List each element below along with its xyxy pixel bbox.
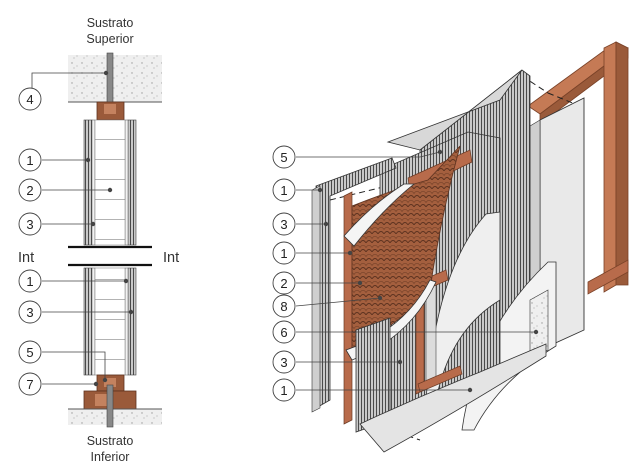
iso-callout-1a: 1 <box>272 178 296 202</box>
upper-wall-segment <box>83 119 137 246</box>
bottom-substrate-label: Sustrato <box>87 434 134 448</box>
section-callout-2: 2 <box>18 178 42 202</box>
svg-text:1: 1 <box>280 383 287 398</box>
svg-text:1: 1 <box>26 153 33 168</box>
svg-text:8: 8 <box>280 299 287 314</box>
svg-text:6: 6 <box>280 325 287 340</box>
section-callout-5: 5 <box>18 340 42 364</box>
svg-text:3: 3 <box>26 217 33 232</box>
iso-callout-1b: 1 <box>272 241 296 265</box>
svg-text:3: 3 <box>280 217 287 232</box>
section-callout-1b: 1 <box>18 269 42 293</box>
svg-text:1: 1 <box>26 274 33 289</box>
section-callout-3a: 3 <box>18 212 42 236</box>
lower-wall-segment <box>83 267 137 376</box>
iso-callout-8: 8 <box>272 294 296 318</box>
bottom-substrate-label-line2: Inferior <box>91 450 130 464</box>
top-substrate-label: Sustrato <box>87 16 134 30</box>
rigid-insulation-strip <box>529 289 549 359</box>
iso-callout-5: 5 <box>272 145 296 169</box>
iso-callout-1c: 1 <box>272 378 296 402</box>
iso-callouts: 5 1 3 1 2 8 6 3 1 <box>272 145 296 402</box>
iso-callout-6: 6 <box>272 320 296 344</box>
bottom-slab <box>68 409 162 425</box>
section-callout-4: 4 <box>18 87 42 111</box>
vertical-section: Sustrato Superior Int Int <box>18 16 179 464</box>
iso-callout-2: 2 <box>272 271 296 295</box>
section-callout-7: 7 <box>18 372 42 396</box>
section-callout-3b: 3 <box>18 300 42 324</box>
section-callout-1a: 1 <box>18 148 42 172</box>
iso-callout-3b: 3 <box>272 350 296 374</box>
bottom-anchor-bolt <box>106 384 114 428</box>
top-anchor-bolt <box>106 52 114 111</box>
iso-callout-3a: 3 <box>272 212 296 236</box>
svg-text:1: 1 <box>280 246 287 261</box>
svg-text:7: 7 <box>26 377 33 392</box>
rear-timber-frame <box>527 41 629 295</box>
svg-text:4: 4 <box>26 92 33 107</box>
front-gypsum-board <box>359 343 547 453</box>
svg-text:1: 1 <box>280 183 287 198</box>
top-substrate-label-line2: Superior <box>86 32 133 46</box>
svg-text:5: 5 <box>26 345 33 360</box>
svg-text:5: 5 <box>280 150 287 165</box>
svg-text:2: 2 <box>280 276 287 291</box>
svg-text:3: 3 <box>280 355 287 370</box>
svg-text:2: 2 <box>26 183 33 198</box>
top-slab <box>68 55 162 102</box>
int-label-right: Int <box>163 250 179 266</box>
section-callouts: 4 1 2 3 1 3 5 7 <box>18 87 42 396</box>
int-label-left: Int <box>18 250 34 266</box>
isometric-cutaway: 5 1 3 1 2 8 6 3 1 <box>272 41 629 453</box>
svg-text:3: 3 <box>26 305 33 320</box>
